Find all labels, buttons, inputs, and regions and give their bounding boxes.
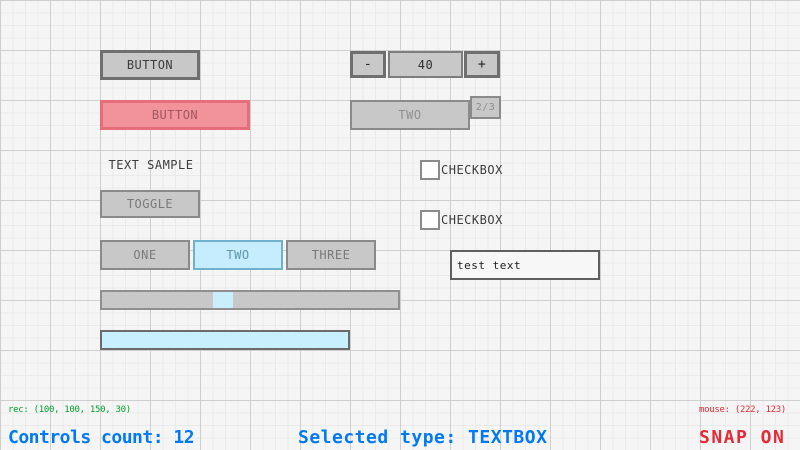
toggle-group-option-one[interactable]: ONE: [100, 240, 190, 270]
button-selected[interactable]: BUTTON: [100, 100, 250, 130]
progress-bar[interactable]: [100, 330, 350, 350]
toggle-group-option-three[interactable]: THREE: [286, 240, 376, 270]
toggle-button[interactable]: TOGGLE: [100, 190, 200, 218]
slider-bar[interactable]: [100, 290, 400, 310]
spinner-plus-button[interactable]: +: [464, 51, 500, 78]
selected-rec-info: rec: (100, 100, 150, 30): [8, 405, 131, 415]
spinner-minus-button[interactable]: -: [350, 51, 386, 78]
selected-type-status: Selected type: TEXTBOX: [298, 427, 548, 448]
button-normal[interactable]: BUTTON: [100, 50, 200, 80]
mouse-position-info: mouse: (222, 123): [699, 405, 787, 415]
controls-count-status: Controls count: 12: [8, 427, 195, 448]
slider-handle[interactable]: [213, 292, 233, 308]
checkbox-2-label: CHECKBOX: [441, 213, 503, 227]
combobox[interactable]: TWO: [350, 100, 470, 130]
spinner-value-box[interactable]: 40: [388, 51, 463, 78]
textbox-input[interactable]: test text: [450, 250, 600, 280]
toggle-group-option-two-active[interactable]: TWO: [193, 240, 283, 270]
checkbox-1[interactable]: [420, 160, 440, 180]
text-sample-label: TEXT SAMPLE: [108, 158, 194, 172]
snap-mode-indicator: SNAP ON: [699, 427, 786, 448]
checkbox-1-label: CHECKBOX: [441, 163, 503, 177]
checkbox-2[interactable]: [420, 210, 440, 230]
combobox-counter-badge[interactable]: 2/3: [470, 96, 501, 119]
